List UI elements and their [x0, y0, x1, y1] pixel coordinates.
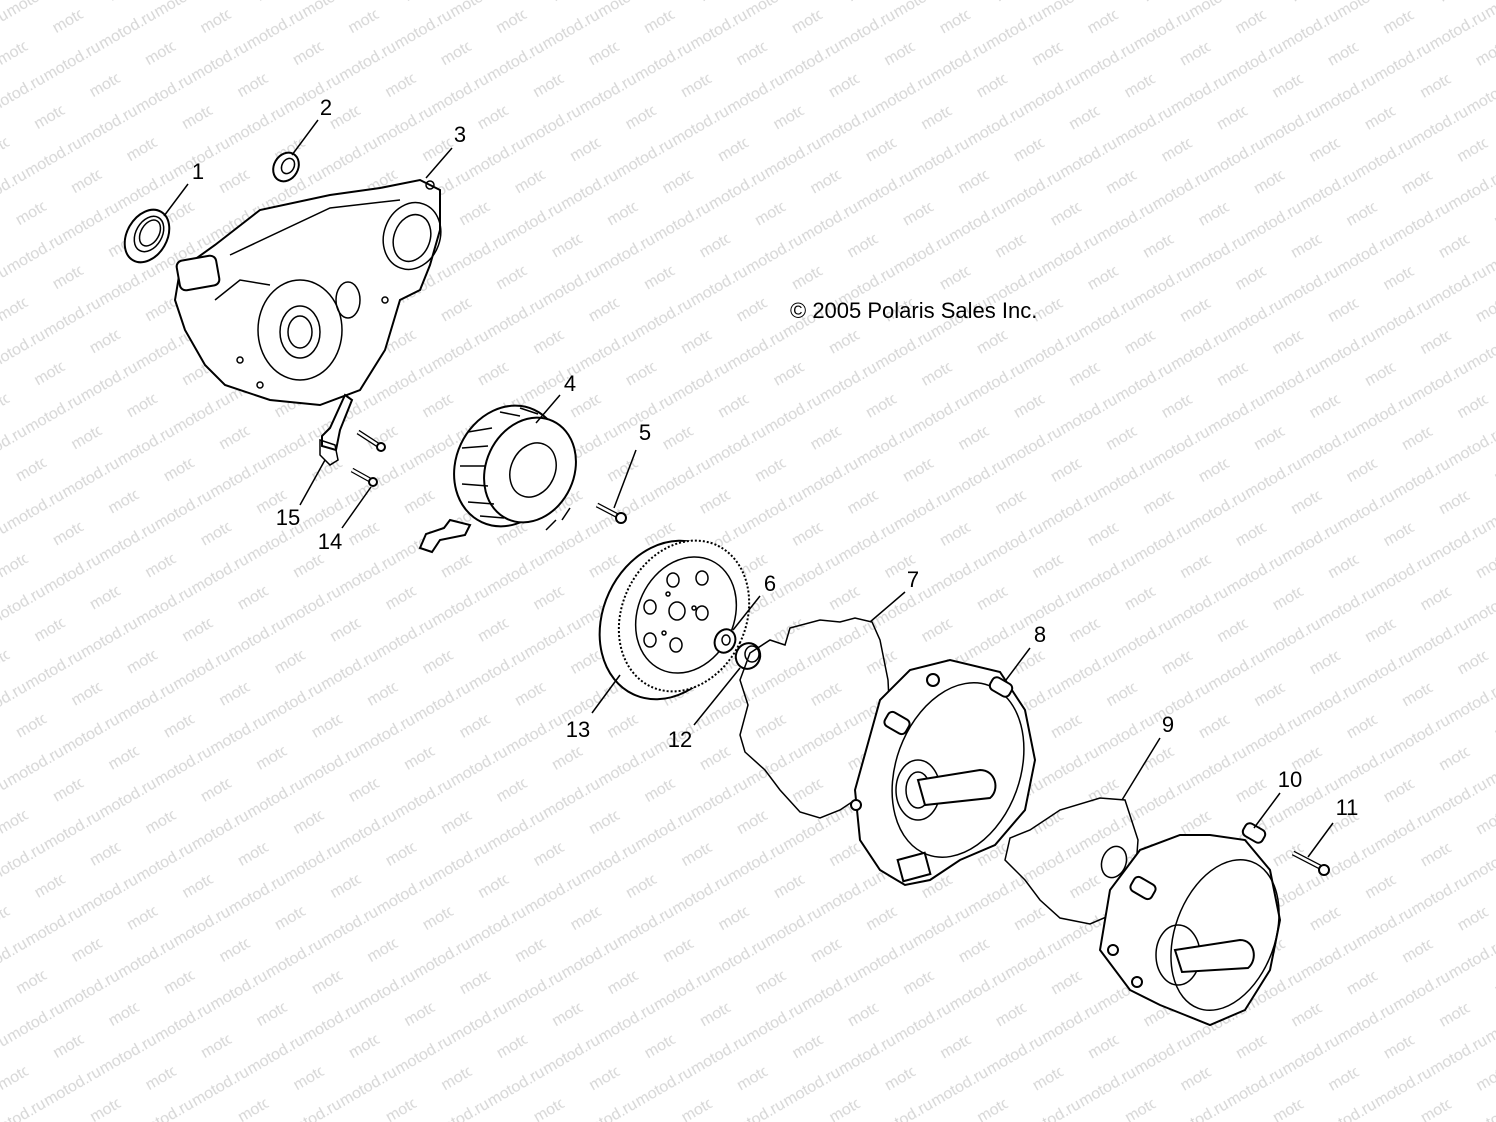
callout-13: 13 — [565, 717, 591, 742]
part-5-bolt[interactable] — [595, 502, 627, 524]
part-2-seal-small[interactable] — [268, 148, 304, 186]
copyright-text: © 2005 Polaris Sales Inc. — [790, 298, 1038, 323]
callout-11: 11 — [1335, 795, 1359, 820]
callout-1: 1 — [191, 159, 205, 184]
callout-3: 3 — [453, 122, 467, 147]
callout-10: 10 — [1277, 767, 1303, 792]
callout-2: 2 — [319, 95, 333, 120]
callout-15: 15 — [275, 505, 301, 530]
callout-6: 6 — [763, 571, 777, 596]
part-13-flywheel[interactable] — [574, 518, 773, 722]
callout-5: 5 — [638, 420, 652, 445]
part-3-crankcase-cover[interactable] — [173, 178, 450, 407]
bolt-upper[interactable] — [356, 429, 386, 452]
part-1-seal[interactable] — [116, 202, 179, 270]
callout-8: 8 — [1033, 622, 1047, 647]
part-4-stator[interactable] — [418, 388, 593, 554]
callout-14: 14 — [317, 529, 343, 554]
part-11-bolt-long[interactable] — [1291, 850, 1330, 876]
part-8-cover[interactable] — [850, 658, 1047, 887]
part-10-outer-cover[interactable] — [1098, 821, 1299, 1027]
part-15-bracket[interactable] — [319, 393, 354, 466]
callout-9: 9 — [1161, 712, 1175, 737]
callout-7: 7 — [906, 567, 920, 592]
part-6-washer[interactable] — [711, 626, 739, 656]
part-14-bolt[interactable] — [350, 467, 378, 487]
callout-4: 4 — [563, 371, 577, 396]
callout-12: 12 — [667, 727, 693, 752]
